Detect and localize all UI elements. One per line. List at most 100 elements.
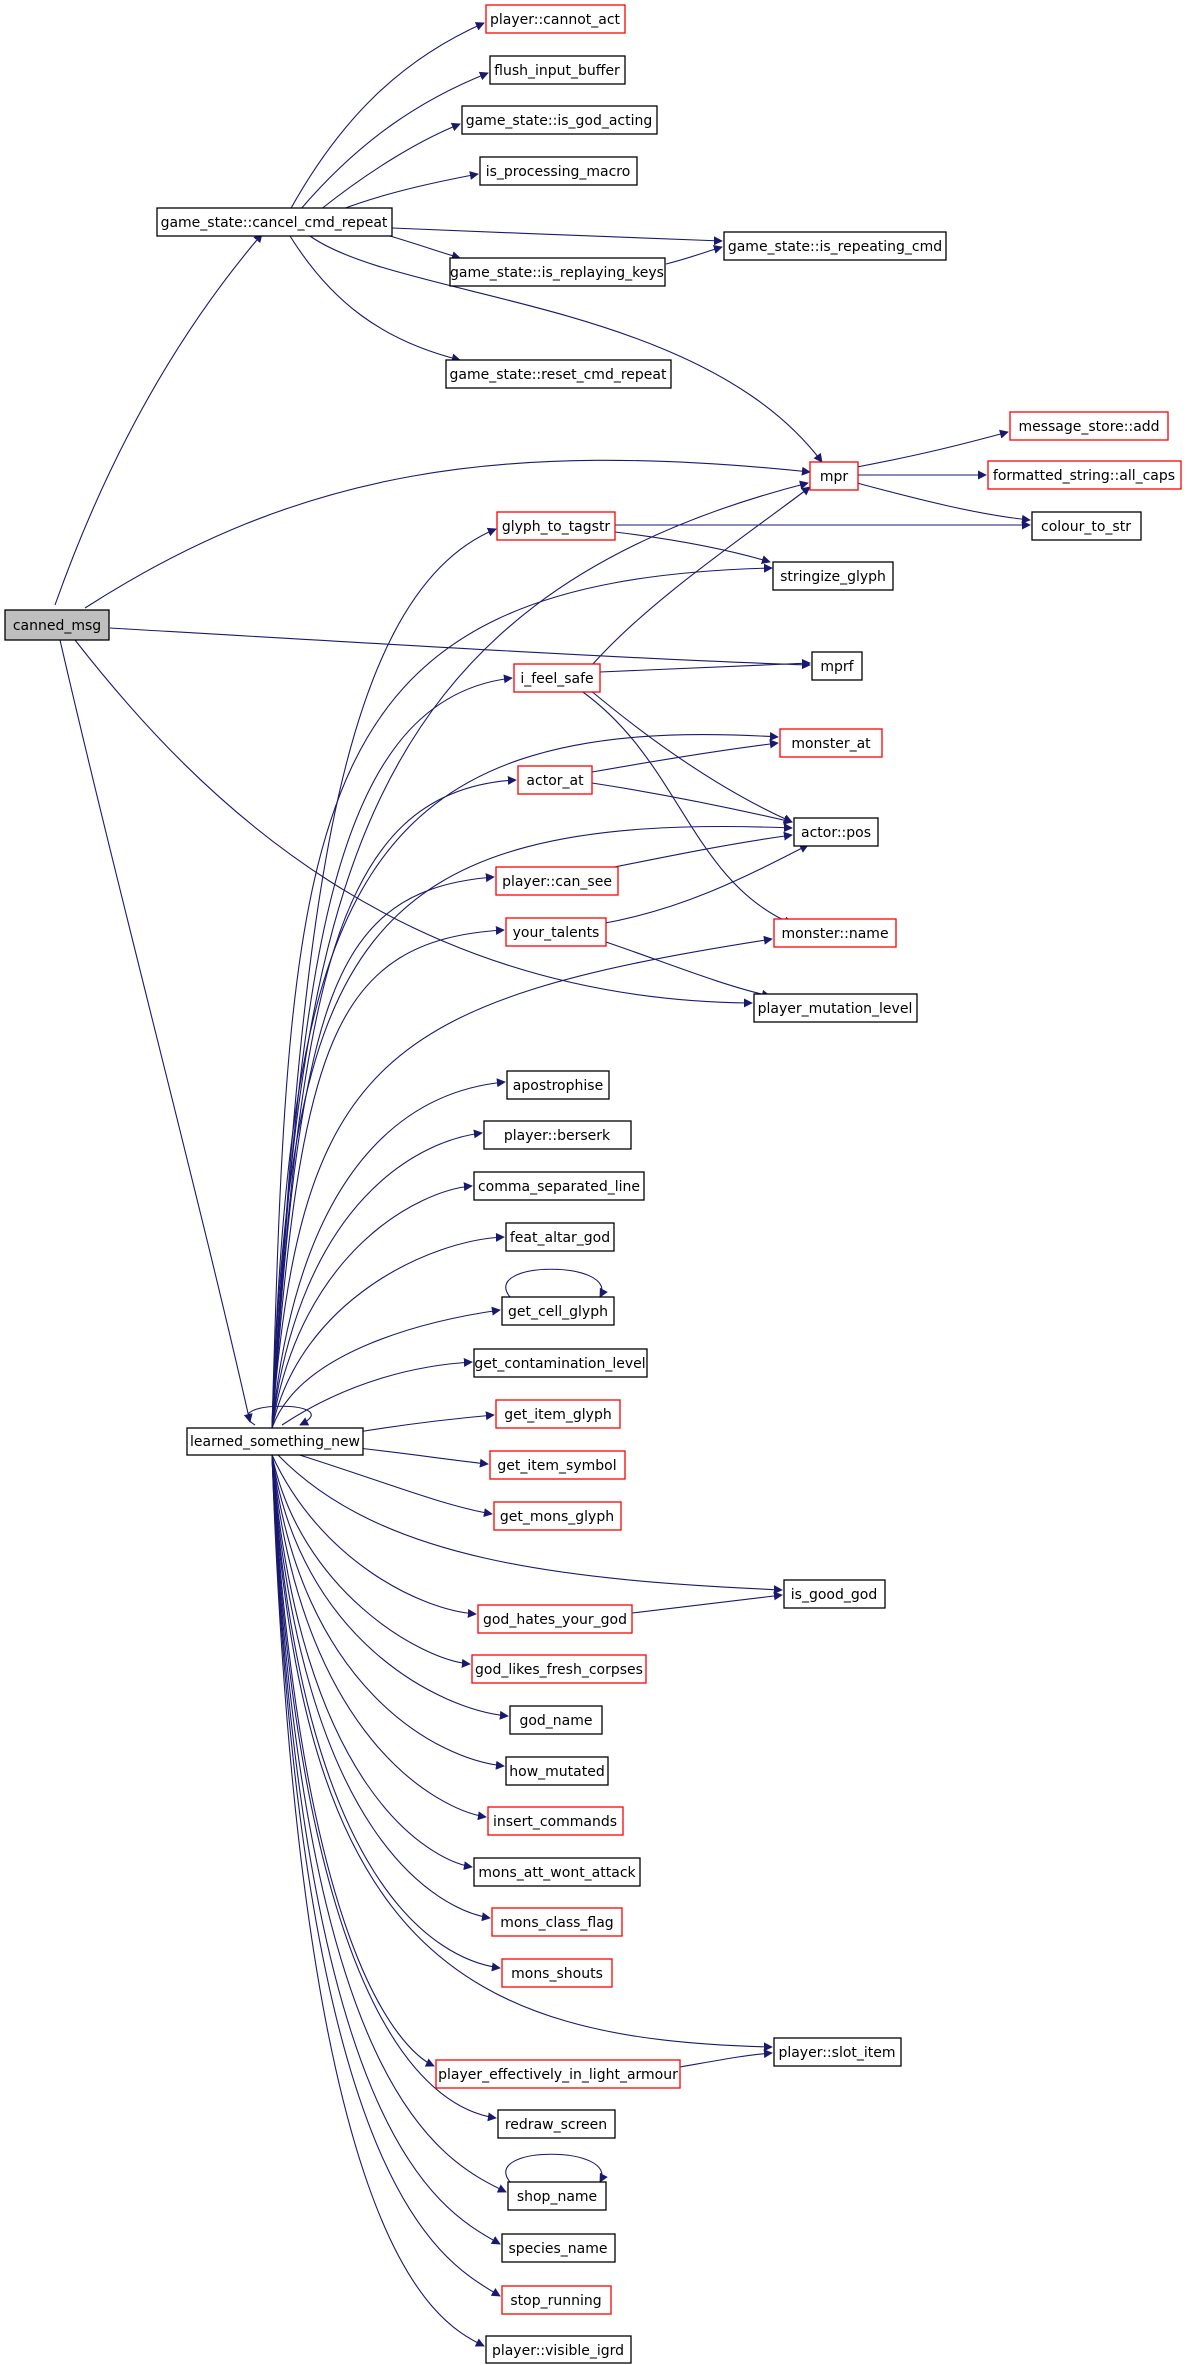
edge-cancel-to-mpr [309,235,823,463]
node-mons-class-flag[interactable]: mons_class_flag [491,1907,623,1937]
node-god-likes-fresh-corpses[interactable]: god_likes_fresh_corpses [471,1654,647,1684]
node-flush-input-buffer[interactable]: flush_input_buffer [489,55,626,85]
node-label: how_mutated [509,1764,604,1780]
edge-learned-to-mons-glyph [289,1451,493,1518]
node-is-god-acting[interactable]: game_state::is_god_acting [461,105,658,135]
node-species-name[interactable]: species_name [501,2233,616,2263]
node-get-cell-glyph[interactable]: get_cell_glyph [501,1296,615,1326]
edge-mpr-to-colour [856,482,1031,524]
node-label: stringize_glyph [780,569,886,585]
node-label: actor_at [526,773,584,789]
node-is-repeating-cmd[interactable]: game_state::is_repeating_cmd [723,231,947,261]
node-apostrophise[interactable]: apostrophise [506,1070,610,1100]
node-get-mons-glyph[interactable]: get_mons_glyph [493,1501,622,1531]
node-your-talents[interactable]: your_talents [505,917,607,947]
node-player-effectively-in-light-armour[interactable]: player_effectively_in_light_armour [435,2059,681,2089]
node-god-hates-your-god[interactable]: god_hates_your_god [477,1604,633,1634]
node-get-contamination-level[interactable]: get_contamination_level [473,1348,648,1378]
node-god-name[interactable]: god_name [509,1705,603,1735]
node-actor-pos[interactable]: actor::pos [793,817,879,847]
edge-actor-at-to-pos [591,782,793,825]
node-cancel-cmd-repeat[interactable]: game_state::cancel_cmd_repeat [156,207,393,237]
node-label: game_state::is_replaying_keys [450,265,664,281]
edge-learned-to-species-name [271,1454,501,2245]
edge-learned-to-god-name [271,1454,509,1720]
node-player-mutation-level[interactable]: player_mutation_level [753,993,918,1023]
node-insert-commands[interactable]: insert_commands [487,1806,624,1836]
node-get-item-glyph[interactable]: get_item_glyph [495,1399,621,1429]
edge-learned-to-item-symbol [357,1447,489,1468]
edge-learned-to-your-talents [271,925,505,1429]
node-colour-to-str[interactable]: colour_to_str [1031,511,1142,541]
node-get-item-symbol[interactable]: get_item_symbol [489,1450,626,1480]
edge-learned-to-item-glyph [357,1411,495,1433]
node-glyph-to-tagstr[interactable]: glyph_to_tagstr [496,511,616,541]
edge-talents-to-pos [599,844,809,925]
node-is-replaying-keys[interactable]: game_state::is_replaying_keys [449,257,666,287]
edge-cancel-to-repeating [391,227,723,246]
node-label: game_state::cancel_cmd_repeat [161,215,388,231]
node-is-processing-macro[interactable]: is_processing_macro [479,156,638,186]
node-stringize-glyph[interactable]: stringize_glyph [772,561,894,591]
node-label: apostrophise [513,1078,603,1094]
node-label: player::slot_item [778,2045,895,2061]
edge-learned-to-visible-igrd [271,1454,485,2347]
edge-canned-to-cancel [54,233,263,606]
node-feat-altar-god[interactable]: feat_altar_god [505,1222,615,1252]
node-label: species_name [509,2241,608,2257]
node-label: shop_name [517,2189,597,2205]
edge-safe-to-actor-pos [589,689,793,823]
node-player-slot-item[interactable]: player::slot_item [773,2037,902,2067]
edge-learned-to-mons-class-flag [271,1454,491,1922]
edges [54,22,1031,2347]
node-label: get_cell_glyph [508,1304,608,1320]
edge-learned-to-redraw [271,1454,497,2122]
edge-canned-to-mprf [109,627,811,670]
node-label: game_state::reset_cmd_repeat [450,367,667,383]
node-label: player::berserk [504,1128,611,1144]
node-label: stop_running [510,2293,601,2309]
edge-mpr-to-add [856,429,1009,468]
node-label: mprf [820,659,854,675]
node-reset-cmd-repeat[interactable]: game_state::reset_cmd_repeat [445,359,672,389]
node-player-cannot-act[interactable]: player::cannot_act [485,4,626,34]
node-mons-shouts[interactable]: mons_shouts [501,1958,613,1988]
node-stop-running[interactable]: stop_running [501,2285,612,2315]
node-mprf[interactable]: mprf [811,651,863,681]
node-monster-at[interactable]: monster_at [779,728,883,758]
node-label: player::visible_igrd [492,2343,624,2359]
node-label: insert_commands [493,1814,617,1830]
node-redraw-screen[interactable]: redraw_screen [497,2109,616,2139]
node-i-feel-safe[interactable]: i_feel_safe [513,663,601,693]
node-comma-separated-line[interactable]: comma_separated_line [473,1171,645,1201]
edge-learned-to-altar-god [271,1232,505,1429]
node-label: game_state::is_repeating_cmd [728,239,942,255]
node-shop-name[interactable]: shop_name [507,2181,607,2211]
edge-learned-to-hates-god [271,1454,477,1618]
node-label: i_feel_safe [520,671,593,687]
edge-safe-to-mprf [599,658,811,673]
node-canned-msg[interactable]: canned_msg [4,609,110,641]
node-label: learned_something_new [190,1434,360,1450]
node-monster-name[interactable]: monster::name [773,918,897,948]
edge-learned-to-fresh-corpses [271,1454,471,1668]
edge-learned-to-shop-name [271,1454,507,2193]
node-player-visible-igrd[interactable]: player::visible_igrd [485,2335,632,2364]
edge-learned-to-actor-at [271,775,517,1429]
node-how-mutated[interactable]: how_mutated [505,1756,609,1786]
node-player-can-see[interactable]: player::can_see [495,866,619,896]
node-learned-something-new[interactable]: learned_something_new [186,1427,364,1456]
node-mons-att-wont-attack[interactable]: mons_att_wont_attack [473,1857,641,1887]
node-all-caps[interactable]: formatted_string::all_caps [987,460,1182,490]
node-mpr[interactable]: mpr [809,461,859,491]
edge-cancel-to-replaying [389,235,461,260]
node-player-berserk[interactable]: player::berserk [483,1120,632,1150]
edge-talents-to-mutation-level [599,939,771,999]
node-label: your_talents [513,925,600,941]
node-is-good-god[interactable]: is_good_god [783,1579,886,1609]
node-actor-at[interactable]: actor_at [517,765,593,795]
node-label: game_state::is_god_acting [466,113,653,129]
node-label: god_hates_your_god [483,1612,627,1628]
node-message-store-add[interactable]: message_store::add [1009,411,1169,441]
edge-learned-to-comma [271,1182,473,1429]
